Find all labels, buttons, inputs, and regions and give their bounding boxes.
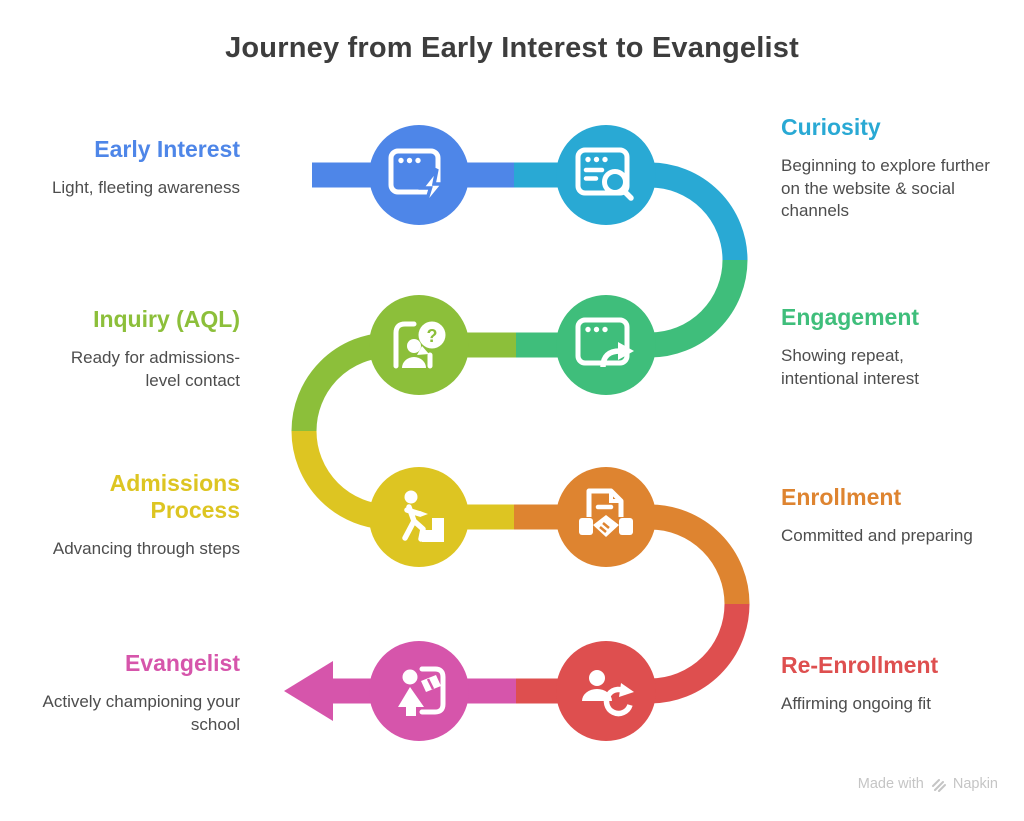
stage-text-curiosity: Curiosity Beginning to explore further o… — [781, 114, 1017, 222]
stage-text-re-enrollment: Re-Enrollment Affirming ongoing fit — [781, 652, 1017, 716]
stage-label: Early Interest — [94, 136, 240, 162]
stage-text-inquiry: Inquiry (AQL) Ready for admissions- leve… — [0, 306, 240, 392]
stage-node-admissions — [369, 467, 469, 567]
path-segment-enrollment — [514, 504, 750, 605]
stage-text-engagement: Engagement Showing repeat, intentional i… — [781, 304, 1017, 390]
person-megaphone-icon — [398, 666, 446, 716]
stage-description: Committed and preparing — [781, 526, 973, 546]
stage-description: Advancing through steps — [52, 539, 240, 559]
person-steps-icon — [402, 490, 444, 542]
stage-node-re-enrollment — [556, 641, 656, 741]
made-with-label: Made with — [857, 776, 924, 792]
stage-label: Evangelist — [124, 650, 240, 676]
stage-text-admissions: Admissions Process Advancing through ste… — [0, 470, 240, 561]
stage-description: Actively championing your school — [42, 692, 240, 734]
person-question-icon: ? — [393, 321, 446, 369]
path-segment-engagement — [514, 259, 748, 358]
stage-label: Curiosity — [781, 114, 881, 140]
stage-label: Engagement — [781, 304, 920, 330]
person-refresh-icon — [582, 670, 634, 717]
stage-text-evangelist: Evangelist Actively championing your sch… — [0, 650, 240, 736]
stage-description: Light, fleeting awareness — [51, 178, 240, 198]
stage-label: Enrollment — [781, 484, 902, 510]
stage-description: Showing repeat, intentional interest — [781, 346, 919, 388]
browser-flash-icon — [388, 148, 447, 208]
document-handshake-icon — [579, 488, 633, 537]
made-with-napkin-credit: Made with Napkin — [858, 776, 998, 792]
stage-node-early-interest — [369, 125, 469, 225]
napkin-logo-icon — [931, 779, 946, 792]
path-segment-re-enrollment — [514, 603, 750, 704]
stage-description: Ready for admissions- level contact — [70, 348, 240, 390]
browser-share-icon — [575, 317, 634, 368]
stage-label: Re-Enrollment — [781, 652, 939, 678]
stage-description: Beginning to explore further on the webs… — [781, 156, 990, 220]
stage-node-evangelist — [369, 641, 469, 741]
browser-search-icon — [575, 147, 634, 201]
stage-text-enrollment: Enrollment Committed and preparing — [781, 484, 1017, 548]
stage-text-early-interest: Early Interest Light, fleeting awareness — [0, 136, 240, 200]
evangelist-arrowhead — [284, 661, 333, 721]
svg-text:?: ? — [427, 326, 438, 346]
page-title: Journey from Early Interest to Evangelis… — [225, 32, 799, 64]
stage-description: Affirming ongoing fit — [781, 694, 931, 714]
stage-node-engagement — [556, 295, 656, 395]
path-segment-curiosity — [514, 162, 748, 261]
stage-label: Inquiry (AQL) — [93, 306, 240, 332]
stage-label: Admissions Process — [109, 470, 240, 524]
napkin-brand-label: Napkin — [952, 776, 998, 792]
